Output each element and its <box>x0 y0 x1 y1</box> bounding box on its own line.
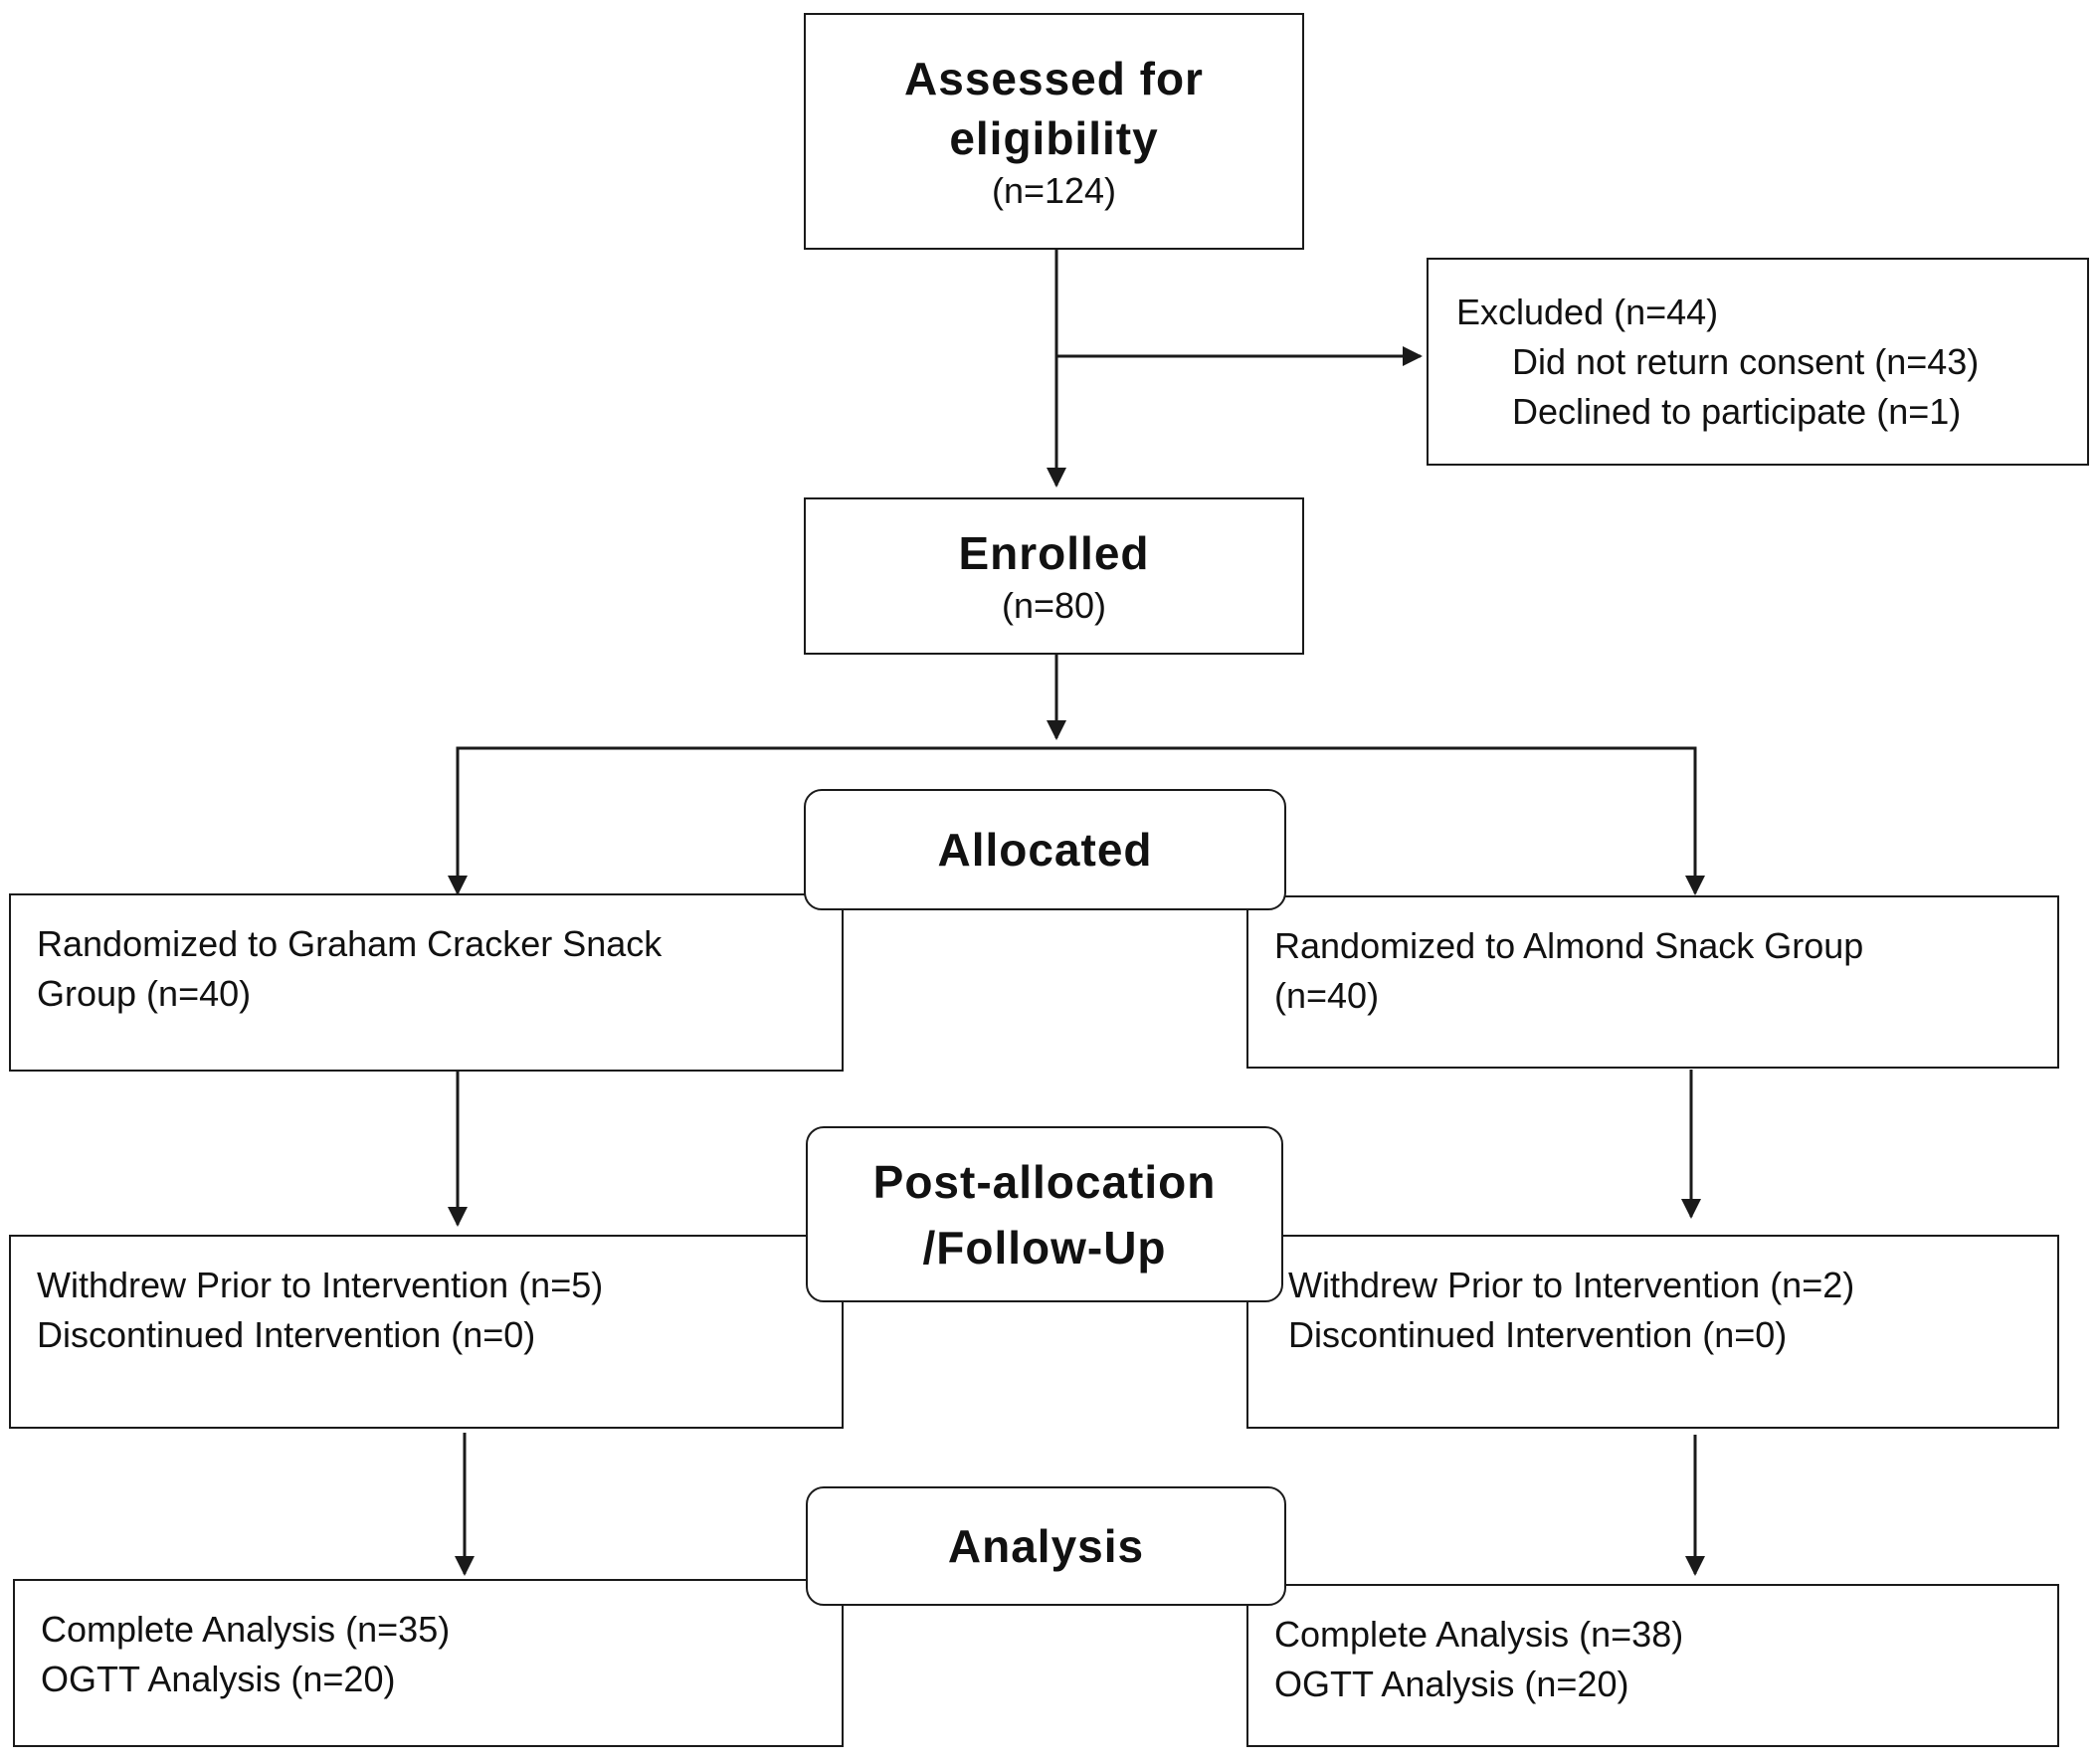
almond-followup-discontinued: Discontinued Intervention (n=0) <box>1288 1314 1788 1355</box>
graham-analysis-ogtt: OGTT Analysis (n=20) <box>41 1659 396 1699</box>
excluded-header: Excluded (n=44) <box>1456 292 1719 332</box>
almond-group-line2: (n=40) <box>1274 975 1380 1016</box>
almond-followup-box: Withdrew Prior to Intervention (n=2) Dis… <box>1246 1235 2059 1429</box>
followup-phase-box: Post-allocation /Follow-Up <box>806 1126 1283 1302</box>
enrolled-box: Enrolled (n=80) <box>804 497 1304 655</box>
graham-followup-withdrew: Withdrew Prior to Intervention (n=5) <box>37 1265 604 1305</box>
allocated-title: Allocated <box>937 824 1153 876</box>
graham-analysis-complete: Complete Analysis (n=35) <box>41 1609 451 1650</box>
followup-title-line2: /Follow-Up <box>922 1221 1167 1274</box>
almond-followup-withdrew: Withdrew Prior to Intervention (n=2) <box>1288 1265 1855 1305</box>
graham-group-line1: Randomized to Graham Cracker Snack <box>37 923 663 964</box>
analysis-title: Analysis <box>947 1520 1145 1572</box>
excluded-box: Excluded (n=44) Did not return consent (… <box>1427 258 2089 466</box>
almond-analysis-box: Complete Analysis (n=38) OGTT Analysis (… <box>1246 1584 2059 1747</box>
enrolled-title: Enrolled <box>958 527 1150 579</box>
followup-title-line1: Post-allocation <box>872 1155 1217 1208</box>
almond-group-line1: Randomized to Almond Snack Group <box>1274 925 1864 966</box>
enrolled-count: (n=80) <box>1001 585 1107 626</box>
excluded-reason-consent: Did not return consent (n=43) <box>1512 341 1980 382</box>
graham-group-box: Randomized to Graham Cracker Snack Group… <box>9 893 844 1072</box>
almond-group-box: Randomized to Almond Snack Group (n=40) <box>1246 895 2059 1069</box>
almond-analysis-complete: Complete Analysis (n=38) <box>1274 1614 1684 1655</box>
analysis-phase-box: Analysis <box>806 1486 1286 1606</box>
assessed-box: Assessed for eligibility (n=124) <box>804 13 1304 250</box>
allocated-phase-box: Allocated <box>804 789 1286 910</box>
assessed-title-line2: eligibility <box>949 112 1159 164</box>
assessed-count: (n=124) <box>991 170 1117 211</box>
assessed-title-line1: Assessed for <box>904 53 1204 104</box>
excluded-reason-declined: Declined to participate (n=1) <box>1512 391 1962 432</box>
graham-followup-box: Withdrew Prior to Intervention (n=5) Dis… <box>9 1235 844 1429</box>
graham-group-line2: Group (n=40) <box>37 973 252 1014</box>
almond-analysis-ogtt: OGTT Analysis (n=20) <box>1274 1664 1629 1704</box>
graham-followup-discontinued: Discontinued Intervention (n=0) <box>37 1314 536 1355</box>
graham-analysis-box: Complete Analysis (n=35) OGTT Analysis (… <box>13 1579 844 1747</box>
